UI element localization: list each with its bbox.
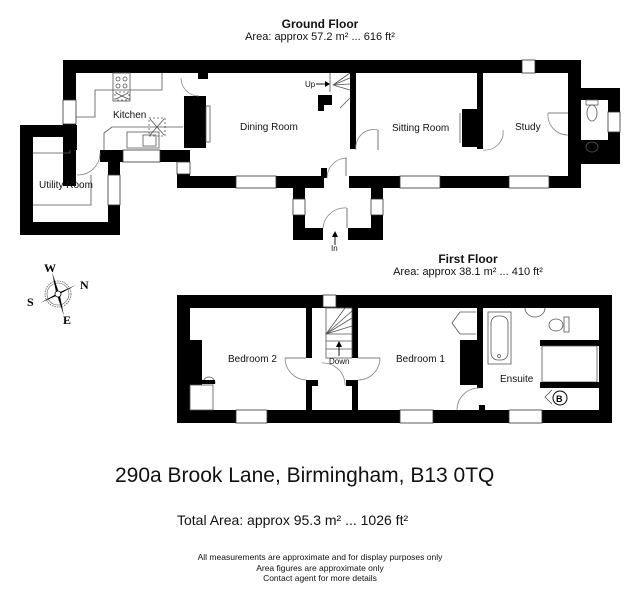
compass-south: S [27, 295, 34, 309]
room-label-ensuite: Ensuite [500, 374, 534, 385]
entrance-label: In [331, 244, 338, 253]
compass-icon: W N S E [27, 261, 89, 327]
compass-east: E [63, 313, 71, 327]
ground-floor-plan: Up In [20, 59, 621, 253]
first-floor-title: First Floor [438, 252, 498, 266]
room-label-kitchen: Kitchen [113, 110, 146, 121]
room-label-dining-room: Dining Room [240, 122, 298, 133]
disclaimer-line: All measurements are approximate and for… [197, 552, 443, 562]
total-area: Total Area: approx 95.3 m² ... 1026 ft² [177, 512, 409, 528]
first-floor-area: Area: approx 38.1 m² ... 410 ft² [393, 266, 543, 278]
stairs-up-label: Up [305, 80, 316, 89]
ground-floor-area: Area: approx 57.2 m² ... 616 ft² [245, 31, 395, 43]
room-label-bedroom-2: Bedroom 2 [228, 354, 277, 365]
disclaimer: All measurements are approximate and for… [140, 552, 500, 584]
first-floor-plan: Down B [177, 294, 612, 424]
disclaimer-line: Area figures are approximate only [256, 562, 384, 573]
compass-north: N [80, 278, 89, 292]
boiler-label: B [556, 394, 563, 404]
room-label-bedroom-1: Bedroom 1 [396, 354, 445, 365]
property-address: 290a Brook Lane, Birmingham, B13 0TQ [115, 464, 495, 487]
disclaimer-line: Contact agent for more details [263, 573, 377, 583]
room-label-sitting-room: Sitting Room [392, 123, 449, 134]
ground-floor-title: Ground Floor [281, 17, 359, 31]
stairs-down-label: Down [329, 357, 349, 366]
compass-west: W [44, 261, 56, 275]
room-label-utility-room: Utility Room [39, 180, 93, 191]
room-label-study: Study [515, 122, 541, 133]
